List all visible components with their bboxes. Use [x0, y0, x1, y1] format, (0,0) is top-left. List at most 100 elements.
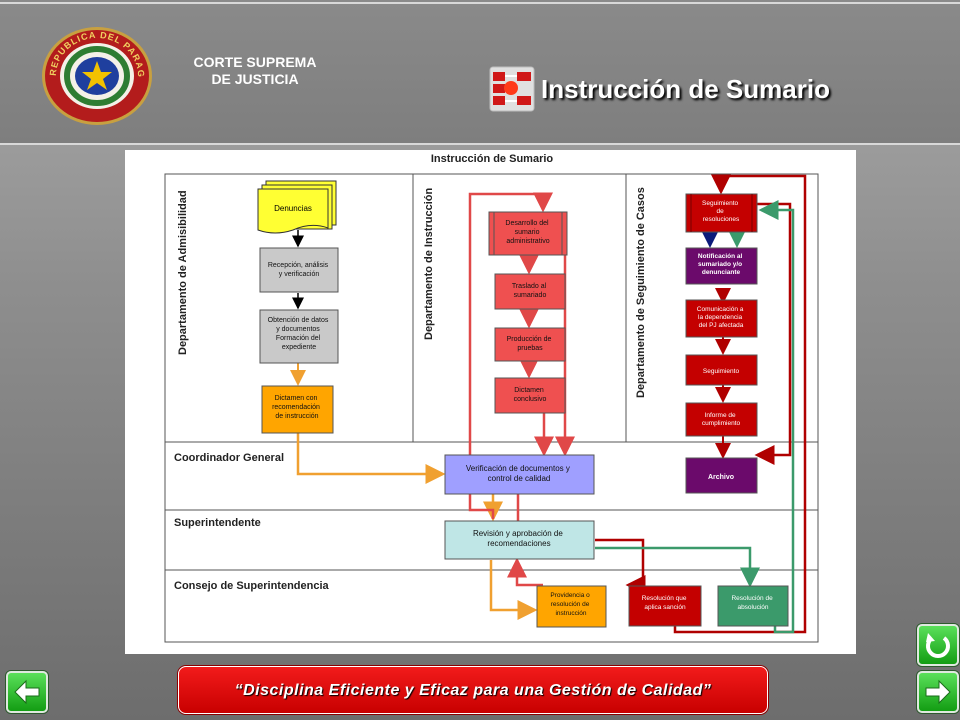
- box-absolucion-line: Resolución de: [731, 595, 773, 602]
- svg-text:Resolución que aplica sa: Resolución que aplica sanción: [642, 595, 689, 611]
- box-seg-res-line: de: [716, 208, 724, 215]
- box-seg-res-line: Seguimiento: [702, 200, 739, 207]
- svg-text:Verificación de documentos y: Verificación de documentos y control de …: [466, 464, 572, 483]
- arrow-revision-resolucion-sancion: [595, 538, 646, 595]
- box-notificacion-line: Notificación al: [698, 253, 743, 260]
- box-dictamen-line: de instrucción: [275, 413, 318, 420]
- flowchart-icon: [489, 66, 535, 112]
- box-produccion-line: pruebas: [517, 345, 543, 352]
- arrow-revision-desarrollo: [468, 192, 553, 519]
- box-resolucion-sancion: Resolución que aplica sanción: [628, 585, 702, 627]
- svg-text:Obtención de datos y doc: Obtención de datos y documentos Formació…: [268, 317, 331, 351]
- box-sancion-line: aplica sanción: [644, 604, 686, 611]
- box-notificacion-line: sumariado y/o: [698, 261, 742, 268]
- forward-button[interactable]: [917, 671, 959, 713]
- svg-text:Seguimiento de res: Seguimiento de resoluciones: [702, 200, 740, 223]
- motto-text: “Disciplina Eficiente y Eficaz para una …: [234, 682, 712, 699]
- box-obtencion-line: Formación del: [276, 335, 321, 342]
- return-button[interactable]: [917, 624, 959, 666]
- lane-label-seguimiento: Departamento de Seguimiento de Casos: [635, 187, 647, 398]
- box-obtencion-line: expediente: [282, 344, 316, 351]
- box-informe-line: Informe de: [705, 412, 736, 419]
- institution-line-2: DE JUSTICIA: [211, 71, 299, 87]
- arrow-revision-absolucion: [595, 546, 760, 588]
- lane-label-coordinador: Coordinador General: [174, 452, 284, 464]
- box-produccion-line: Producción de: [507, 336, 552, 343]
- lane-label-superintendente: Superintendente: [174, 517, 261, 529]
- header-divider-top: [0, 2, 960, 4]
- box-providencia-line: resolución de: [551, 601, 590, 608]
- box-desarrollo-line: sumario: [515, 229, 540, 236]
- institution-name: CORTE SUPREMA DE JUSTICIA: [170, 54, 340, 88]
- box-recepcion-line: Recepción, análisis: [268, 262, 329, 269]
- box-desarrollo-line: administrativo: [506, 238, 549, 245]
- box-notificacion: Notificación al sumariado y/o denunciant…: [685, 247, 758, 285]
- box-notificacion-line: denunciante: [702, 269, 741, 276]
- arrow-revision-providencia: [489, 560, 538, 620]
- arrow-sancion-seguimiento: [673, 174, 807, 634]
- svg-text:Informe de cumplimiento: Informe de cumplimiento: [702, 412, 741, 427]
- box-dictamen-line: Dictamen con: [275, 395, 318, 402]
- lane-label-consejo: Consejo de Superintendencia: [174, 580, 330, 592]
- arrow-providencia-revision: [507, 557, 543, 587]
- box-verificacion-line: control de calidad: [488, 474, 551, 483]
- box-dictamen-conclusivo: Dictamen conclusivo: [494, 377, 566, 414]
- box-providencia-line: instrucción: [555, 610, 586, 617]
- box-traslado-line: Traslado al: [512, 283, 547, 290]
- svg-text:Comunicación a la depend: Comunicación a la dependencia del PJ afe…: [697, 306, 745, 329]
- box-recepcion-line: y verificación: [279, 271, 320, 278]
- svg-text:Recepción, análisis y ve: Recepción, análisis y verificación: [268, 262, 330, 278]
- institution-line-1: CORTE SUPREMA: [193, 54, 317, 70]
- box-seguimiento: Seguimiento: [685, 354, 758, 386]
- box-providencia: Providencia o resolución de instrucción: [536, 585, 607, 628]
- box-resolucion-absolucion: Resolución de absolución: [717, 585, 789, 627]
- box-denuncias-label: Denuncias: [274, 204, 312, 213]
- box-archivo-label: Archivo: [708, 474, 734, 481]
- box-dictamen-line: recomendación: [272, 404, 320, 411]
- box-revision-line: recomendaciones: [487, 539, 550, 548]
- box-seg-res-line: resoluciones: [703, 216, 740, 223]
- arrow-sancion-loop: [754, 202, 792, 465]
- motto-banner: “Disciplina Eficiente y Eficaz para una …: [178, 666, 768, 714]
- box-obtencion: Obtención de datos y documentos Formació…: [259, 309, 339, 364]
- box-desarrollo: Desarrollo del sumario administrativo: [488, 211, 568, 256]
- box-produccion: Producción de pruebas: [494, 327, 566, 362]
- box-obtencion-line: Obtención de datos: [268, 317, 329, 324]
- box-comunicacion-line: del PJ afectada: [699, 322, 744, 329]
- back-button[interactable]: [6, 671, 48, 713]
- arrow-left-icon: [14, 679, 40, 705]
- box-informe: Informe de cumplimiento: [685, 402, 758, 437]
- box-recepcion: Recepción, análisis y verificación: [259, 247, 339, 293]
- box-revision: Revisión y aprobación de recomendaciones: [444, 520, 595, 560]
- svg-text:Notificación al sumariad: Notificación al sumariado y/o denunciant…: [698, 253, 744, 276]
- lane-label-instruccion: Departamento de Instrucción: [423, 188, 435, 340]
- box-comunicacion: Comunicación a la dependencia del PJ afe…: [685, 299, 758, 338]
- box-seguimiento-label: Seguimiento: [703, 368, 740, 375]
- box-comunicacion-line: Comunicación a: [697, 306, 744, 313]
- box-dictamen-recomendacion: Dictamen con recomendación de instrucció…: [261, 385, 334, 434]
- svg-text:Traslado al sumariado: Traslado al sumariado: [512, 283, 548, 299]
- svg-text:Revisión y aprobación de: Revisión y aprobación de recomendaciones: [473, 529, 565, 548]
- lanes-frame: [164, 173, 819, 643]
- arrow-right-icon: [925, 679, 951, 705]
- header-divider-bottom: [0, 143, 960, 145]
- svg-text:Providencia o resolución: Providencia o resolución de instrucción: [550, 592, 591, 617]
- box-traslado: Traslado al sumariado: [494, 273, 566, 310]
- svg-text:Resolución de absolución: Resolución de absolución: [731, 595, 774, 611]
- box-traslado-line: sumariado: [514, 292, 547, 299]
- box-comunicacion-line: la dependencia: [698, 314, 742, 321]
- svg-text:Producción de pruebas: Producción de pruebas: [507, 336, 554, 352]
- box-verificacion-line: Verificación de documentos y: [466, 464, 570, 473]
- box-dictamen-conclusivo-line: conclusivo: [514, 396, 547, 403]
- box-obtencion-line: y documentos: [276, 326, 320, 333]
- page-title: Instrucción de Sumario: [541, 74, 830, 104]
- box-seguimiento-resoluciones: Seguimiento de resoluciones: [685, 193, 758, 233]
- box-dictamen-conclusivo-line: Dictamen: [514, 387, 544, 394]
- box-denuncias: Denuncias: [257, 180, 337, 234]
- box-verificacion: Verificación de documentos y control de …: [444, 454, 595, 495]
- svg-text:Desarrollo del sumario: Desarrollo del sumario administrativo: [505, 220, 550, 245]
- box-informe-line: cumplimiento: [702, 420, 741, 427]
- svg-text:Dictamen con recomendaci: Dictamen con recomendación de instrucció…: [272, 395, 322, 420]
- box-providencia-line: Providencia o: [550, 592, 590, 599]
- return-icon: [926, 633, 950, 658]
